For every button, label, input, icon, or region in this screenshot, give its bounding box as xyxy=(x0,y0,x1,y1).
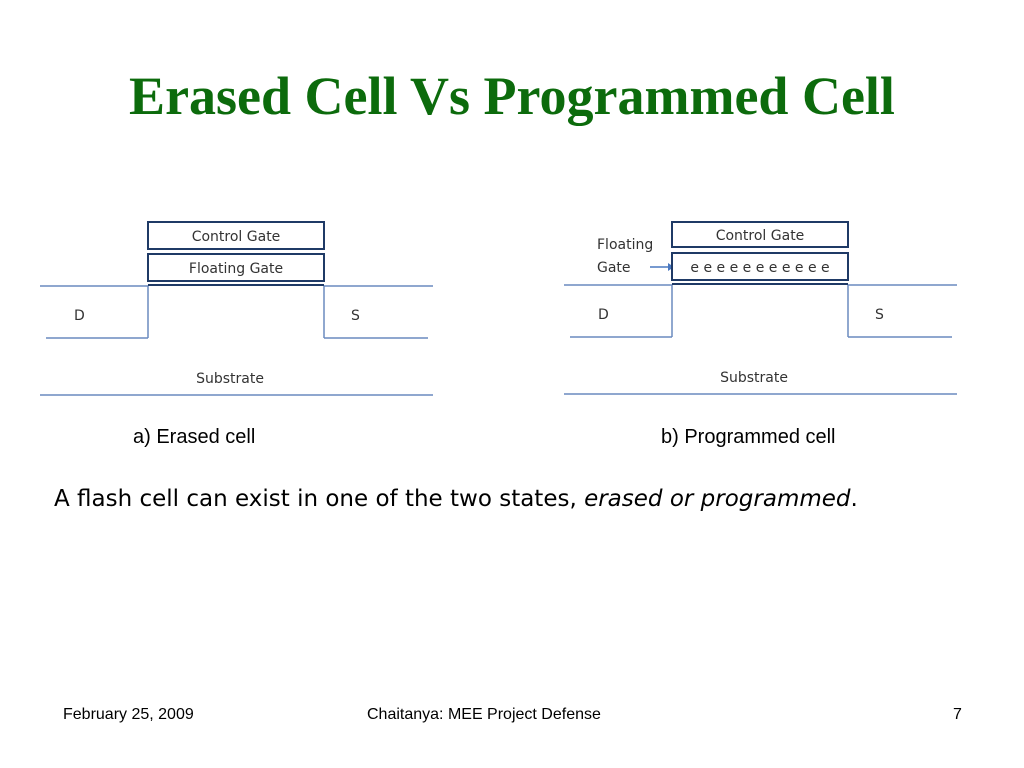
footer-date: February 25, 2009 xyxy=(63,706,194,723)
programmed-cell-svg: Floating Gate Control Gate e e e e e e e… xyxy=(564,221,957,395)
slide-title: Erased Cell Vs Programmed Cell xyxy=(129,66,895,126)
substrate-label: Substrate xyxy=(196,371,264,387)
erased-cell-svg: Control Gate Floating Gate D S Substrate xyxy=(40,221,433,396)
body-text-plain: A flash cell can exist in one of the two… xyxy=(54,486,585,512)
floating-gate-box xyxy=(147,253,325,282)
control-gate-label: Control Gate xyxy=(192,229,281,245)
body-text-italic: erased or programmed xyxy=(584,486,851,512)
source-label: S xyxy=(351,308,360,324)
footer-page-number: 7 xyxy=(953,706,962,723)
erased-cell-caption: a) Erased cell xyxy=(133,426,256,448)
floating-gate-label: Floating Gate xyxy=(189,261,283,277)
programmed-cell-caption: b) Programmed cell xyxy=(661,426,836,448)
drain-label: D xyxy=(74,308,85,324)
electrons-label: e e e e e e e e e e e xyxy=(690,260,829,276)
control-gate-label: Control Gate xyxy=(716,228,805,244)
footer-presenter: Chaitanya: MEE Project Defense xyxy=(367,706,601,723)
body-text-end: . xyxy=(850,486,858,512)
substrate-label: Substrate xyxy=(720,370,788,386)
floating-gate-box xyxy=(671,252,849,281)
floating-gate-pointer-label-line1: Floating xyxy=(597,237,653,253)
erased-cell-diagram: Control Gate Floating Gate D S Substrate xyxy=(40,210,440,400)
control-gate-box xyxy=(671,221,849,248)
drain-label: D xyxy=(598,307,609,323)
body-statement: A flash cell can exist in one of the two… xyxy=(54,480,954,518)
programmed-cell-diagram: Floating Gate Control Gate e e e e e e e… xyxy=(564,210,964,400)
source-label: S xyxy=(875,307,884,323)
floating-gate-pointer-label-line2: Gate xyxy=(597,260,631,276)
control-gate-box xyxy=(147,221,325,250)
